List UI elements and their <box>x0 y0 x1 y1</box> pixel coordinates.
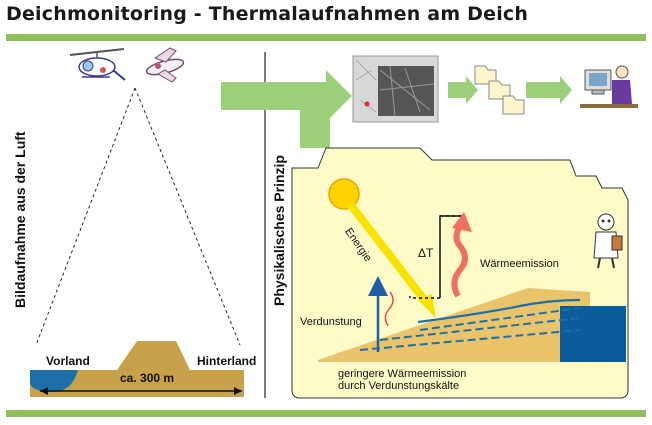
water-body <box>560 306 626 362</box>
hinterland-label: Hinterland <box>197 354 257 368</box>
vorland-label: Vorland <box>46 354 90 368</box>
energy-ray <box>346 201 430 305</box>
seepage-lines <box>359 298 581 351</box>
field-of-view-lines <box>35 87 241 346</box>
page-title: Deichmonitoring - Thermalaufnahmen am De… <box>6 3 529 25</box>
evaporation-squiggle <box>384 291 394 327</box>
person-computer-icon <box>580 65 638 108</box>
dike-profile <box>117 341 190 370</box>
distance-label-bg <box>118 370 188 384</box>
waermeemission-label: Wärmeemission <box>480 258 559 270</box>
green-arrow-2 <box>448 76 478 104</box>
green-arrow-3 <box>526 76 572 104</box>
top-divider <box>6 34 646 41</box>
note-line-2: durch Verdunstungskälte <box>338 380 460 392</box>
helicopter-icon <box>69 48 126 81</box>
sun-icon <box>328 178 360 210</box>
right-vertical-label: Physikalisches Prinzip <box>271 155 287 306</box>
thermal-image-thumbnail <box>352 55 439 123</box>
green-flow-arrow <box>221 70 352 148</box>
verdunstung-label: Verdunstung <box>300 316 362 328</box>
left-vertical-label: Bildaufnahme aus der Luft <box>12 131 28 308</box>
river-water <box>30 370 78 392</box>
note-line-1: geringere Wärmeemission <box>338 368 467 380</box>
delta-t-label: ΔT <box>418 246 434 260</box>
energy-ray-head <box>418 294 436 318</box>
bottom-divider <box>6 410 646 417</box>
heat-emission-head <box>452 212 472 232</box>
airplane-icon <box>145 47 185 83</box>
distance-label: ca. 300 m <box>120 371 175 385</box>
heat-emission-wave <box>451 222 468 298</box>
folder-stack-icon <box>474 65 525 115</box>
scientist-icon <box>593 213 623 269</box>
